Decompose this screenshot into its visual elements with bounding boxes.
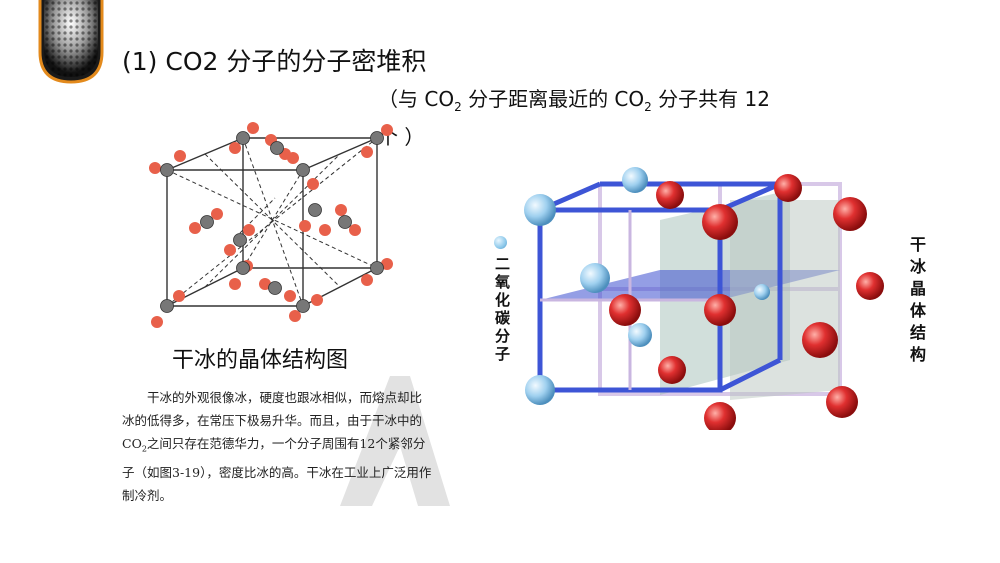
honeycomb-logo-icon [38, 0, 104, 84]
legend-molecule-icon [494, 236, 507, 249]
left-figure-caption: 干冰的晶体结构图 [172, 348, 349, 373]
textbook-paragraph: 干冰的外观很像冰，硬度也跟冰相似，而熔点却比 冰的低得多，在常压下极易升华。而且… [122, 386, 452, 503]
watermark-shape [340, 376, 450, 506]
dry-ice-unit-cell-diagram [149, 122, 393, 328]
note-sub-b: 2 [644, 100, 652, 114]
co2-molecules [524, 167, 884, 430]
paragraph-subscript: 2 [141, 444, 147, 454]
paragraph-line: 干冰的外观很像冰，硬度也跟冰相似，而熔点却比 [147, 390, 423, 405]
note-text-a: （与 CO [378, 87, 455, 111]
dry-ice-crystal-structure-diagram [524, 167, 884, 430]
note-text-c: 分子共有 12 [651, 87, 770, 111]
paragraph-line3-rest: 之间只存在范德华力，一个分子周围有12个紧邻分 [146, 436, 426, 451]
paragraph-line: CO2之间只存在范德华力，一个分子周围有12个紧邻分 [122, 432, 452, 461]
legend-label: 二氧化碳分子 [493, 256, 511, 364]
note-sub-a: 2 [454, 100, 462, 114]
nearest-neighbor-note: （与 CO2 分子距离最近的 CO2 分子共有 12 个 ） [378, 84, 858, 152]
paragraph-line: 子（如图3-19），密度比冰的高。干冰在工业上广泛用作 [122, 464, 432, 480]
paragraph-line: 制冷剂。 [122, 487, 173, 503]
note-text-b: 分子距离最近的 CO [461, 87, 645, 111]
paragraph-line: 冰的低得多，在常压下极易升华。而且，由于干冰中的 [122, 413, 423, 428]
right-figure-side-label: 干冰晶体结构 [907, 236, 926, 368]
page-title: (1) CO2 分子的分子密堆积 [122, 47, 427, 76]
paragraph-co-text: CO [122, 436, 142, 451]
